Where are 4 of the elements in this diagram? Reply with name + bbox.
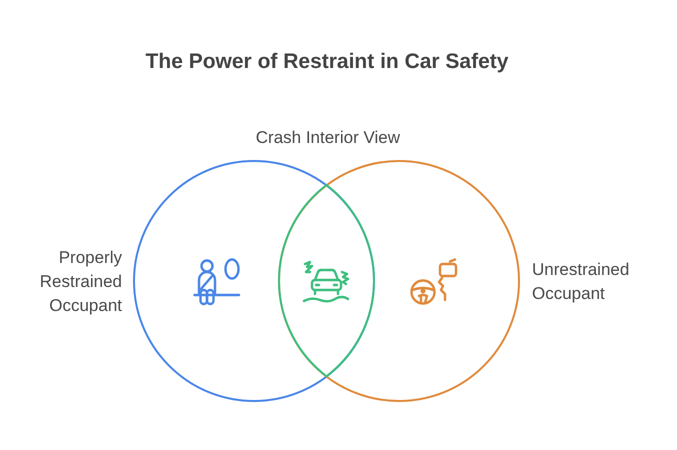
circle-label: Unrestrained Occupant	[532, 259, 630, 305]
circle-label: Properly Restrained Occupant	[38, 247, 122, 317]
diagram-title: The Power of Restraint in Car Safety	[146, 49, 508, 75]
overlap-label: Crash Interior View	[254, 127, 401, 149]
